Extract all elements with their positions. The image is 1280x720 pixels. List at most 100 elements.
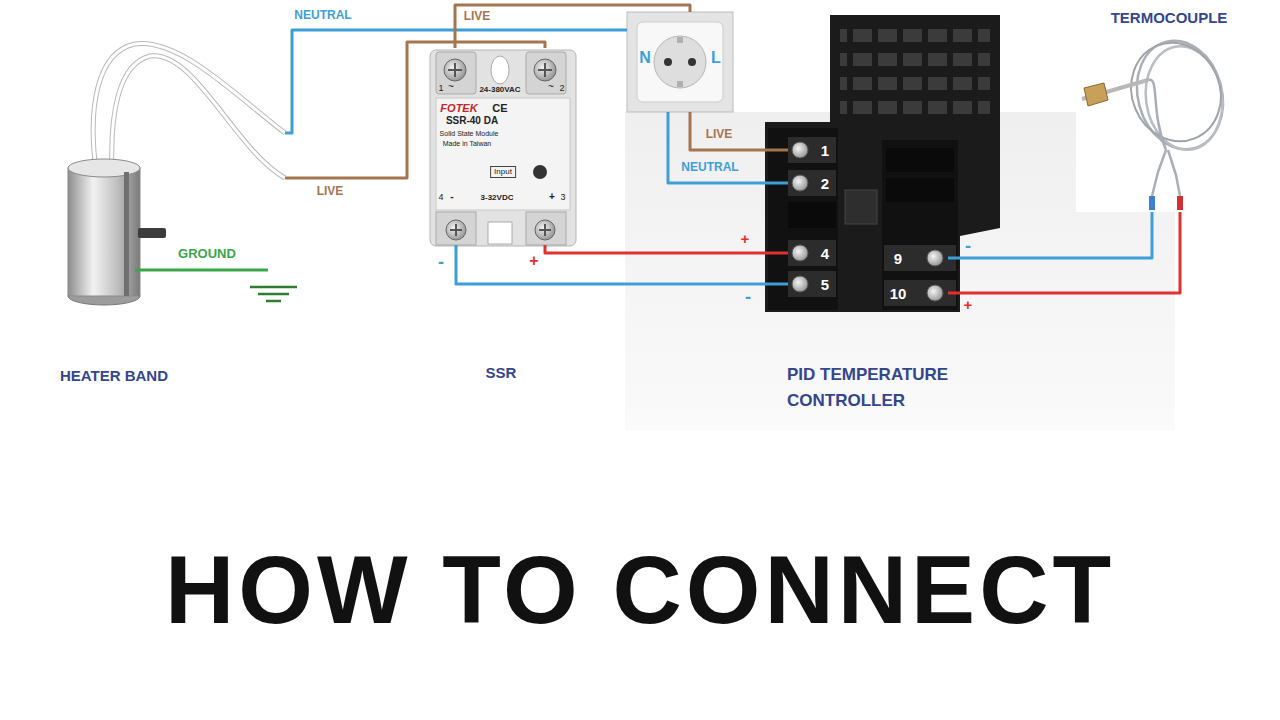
- ac-symbol: ~: [448, 82, 454, 92]
- ssr-illustration: [436, 212, 476, 245]
- thermocouple-illustration: [1076, 22, 1240, 212]
- brand-marking: FOTEK: [440, 103, 477, 114]
- heater-band: HEATER BAND: [55, 40, 285, 300]
- pid-controller-illustration: [845, 190, 877, 224]
- terminal-number: 2: [821, 176, 829, 191]
- polarity-marking: +: [549, 192, 555, 202]
- ground-wire: [135, 269, 268, 272]
- ssr-illustration: [544, 63, 546, 77]
- wire: [285, 42, 545, 178]
- ssr-illustration: [436, 52, 476, 94]
- thermocouple: TERMOCOUPLE: [1076, 28, 1240, 212]
- ssr-illustration: [526, 52, 566, 94]
- ssr-illustration: [430, 50, 576, 246]
- ground-symbol: [258, 293, 289, 296]
- ssr-illustration: [526, 212, 566, 245]
- pid-controller-illustration: [788, 240, 836, 266]
- component-caption: TERMOCOUPLE: [1111, 10, 1228, 25]
- wire: [690, 112, 788, 150]
- terminal-number: 5: [821, 277, 829, 292]
- pid-controller-illustration: [884, 245, 956, 271]
- terminal-number: 1: [821, 143, 829, 158]
- pid-controller-illustration: [765, 15, 1000, 312]
- pid-controller-illustration: [792, 245, 808, 261]
- ssr-illustration: [534, 59, 556, 81]
- wire: [668, 112, 788, 183]
- socket-pole: N: [639, 50, 651, 66]
- ssr-illustration: [454, 63, 456, 77]
- pid-controller-illustration: [765, 15, 1000, 312]
- heater-band-illustration: [138, 228, 166, 238]
- heater-band-illustration: [112, 56, 285, 178]
- pid-controller-illustration: [788, 137, 836, 163]
- pid-controller-illustration: [886, 178, 954, 202]
- pid-controller-illustration: [792, 175, 808, 191]
- wall-socket-illustration: [627, 12, 733, 112]
- polarity-sign: -: [745, 288, 751, 306]
- ssr-illustration: [491, 56, 509, 84]
- thermocouple-illustration: [1076, 22, 1240, 212]
- wire: [456, 245, 788, 284]
- diagram-title: HOW TO CONNECT: [165, 542, 1115, 638]
- ssr-illustration: [444, 59, 466, 81]
- socket-pole: L: [711, 50, 721, 66]
- ssr-illustration: [430, 50, 576, 246]
- polarity-marking: -: [450, 192, 453, 202]
- pid-controller-illustration: [792, 142, 808, 158]
- wall-socket-illustration: [637, 22, 723, 102]
- pid-controller-illustration: [788, 202, 836, 228]
- thermocouple-illustration: [1177, 196, 1183, 210]
- rating-marking: 3-32VDC: [481, 194, 514, 202]
- wire-label: GROUND: [178, 247, 236, 260]
- ssr-illustration: [533, 165, 547, 179]
- printed-marking: Solid State Module: [440, 130, 499, 137]
- pid-controller: PID TEMPERATURE CONTROLLER: [788, 15, 948, 312]
- wall-socket-illustration: [664, 58, 672, 66]
- pid-controller-illustration: [840, 25, 990, 125]
- thermocouple-illustration: [1084, 83, 1108, 106]
- printed-marking: Made in Taiwan: [443, 140, 492, 147]
- wire: [948, 212, 1180, 293]
- wire-label: LIVE: [706, 128, 733, 140]
- wall-socket: NL: [627, 12, 733, 112]
- component-caption: PID TEMPERATURE CONTROLLER: [787, 362, 972, 414]
- model-marking: SSR-40 DA: [446, 116, 498, 126]
- ground-symbol: [250, 286, 297, 289]
- thermocouple-illustration: [1139, 41, 1229, 155]
- heater-band-illustration: [68, 168, 140, 296]
- input-marking: Input: [490, 166, 516, 178]
- ssr-illustration: [544, 224, 546, 236]
- ssr-illustration: [446, 220, 466, 240]
- wire: [545, 245, 788, 253]
- ground-wire: [135, 270, 268, 271]
- heater-band-illustration: [124, 172, 129, 296]
- terminal-number: 3: [560, 193, 565, 202]
- rating-marking: 24-380VAC: [479, 86, 520, 94]
- pid-controller-illustration: [927, 250, 943, 266]
- thermocouple-illustration: [1116, 29, 1235, 155]
- pid-controller-illustration: [788, 170, 836, 196]
- polarity-sign: +: [529, 253, 538, 269]
- ground-symbol: [266, 300, 281, 303]
- wire-label: NEUTRAL: [681, 161, 738, 173]
- pid-controller-illustration: [927, 285, 943, 301]
- terminal-number: 2: [559, 84, 564, 93]
- thermocouple-illustration: [1125, 31, 1235, 159]
- heater-band-illustration: [68, 159, 140, 177]
- pid-controller-illustration: [792, 276, 808, 292]
- wall-socket-illustration: [654, 36, 706, 88]
- wall-socket-illustration: [677, 37, 683, 43]
- ssr-illustration: [436, 98, 570, 210]
- terminal-number: 9: [894, 251, 902, 266]
- polarity-sign: +: [741, 231, 750, 246]
- wire-label: LIVE: [317, 185, 344, 197]
- terminal-number: 10: [890, 286, 907, 301]
- polarity-sign: +: [964, 297, 973, 312]
- pid-controller-illustration: [882, 140, 958, 310]
- thermocouple-illustration: [1148, 80, 1166, 150]
- ac-symbol: ~: [548, 82, 554, 92]
- component-caption: HEATER BAND: [60, 368, 168, 383]
- ssr-illustration: [455, 224, 457, 236]
- solid-state-relay: SSR1~24-380VAC~2FOTEKCESSR-40 DASolid St…: [428, 48, 578, 245]
